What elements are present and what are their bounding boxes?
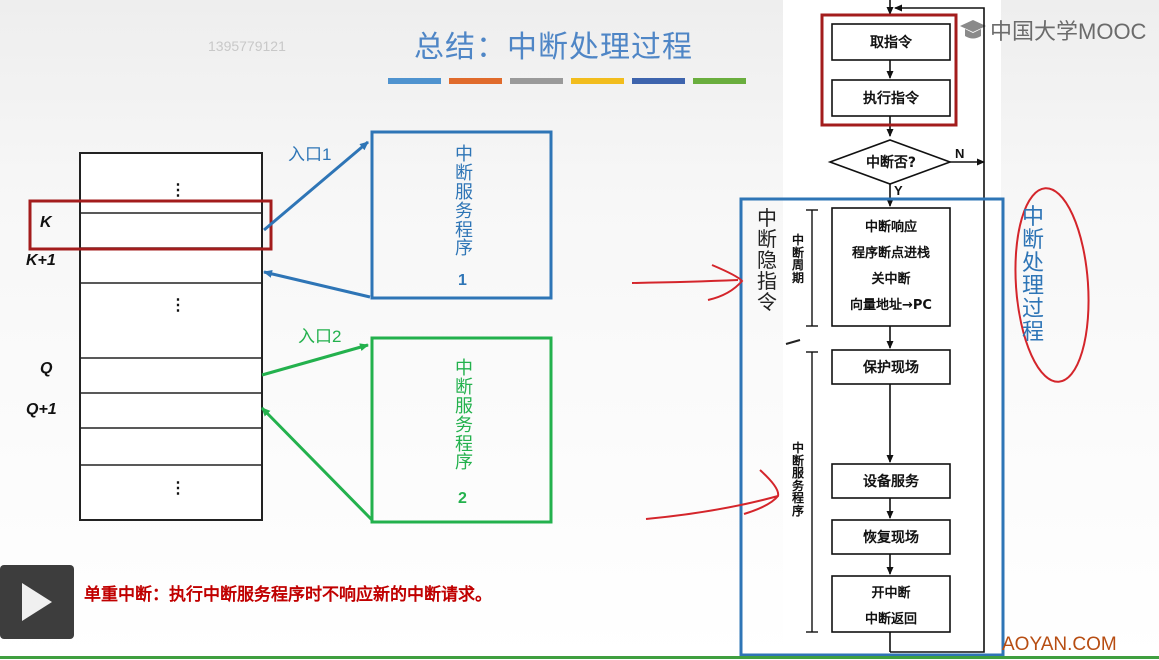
fetch-execute-highlight — [820, 13, 958, 127]
label-k: K — [40, 214, 52, 231]
end-line-1: 开中断 — [871, 585, 911, 601]
isr2-text: 中断服务程序 — [455, 358, 473, 474]
stripe-1 — [388, 78, 441, 84]
end-box — [831, 575, 951, 633]
no-label: N — [955, 146, 965, 161]
interrupt-process-highlight — [739, 197, 1005, 657]
memory-table — [79, 152, 263, 521]
yes-label: Y — [894, 183, 903, 198]
footer-brand: AOYAN.COM — [1002, 634, 1117, 655]
fetch-label: 取指令 — [870, 35, 912, 51]
return2-arrow — [260, 406, 374, 522]
pen-arrow-1 — [631, 264, 744, 301]
watermark: 1395779121 — [208, 38, 286, 54]
mooc-logo-icon — [960, 20, 986, 39]
memory-dots-top: ⋮ — [170, 182, 186, 199]
isr2-number: 2 — [458, 490, 467, 507]
restore-box — [831, 519, 951, 555]
bottom-divider — [0, 656, 1159, 659]
brand-logo: 中国大学MOOC — [958, 14, 1146, 46]
label-q-plus-1: Q+1 — [26, 401, 57, 418]
stripe-2 — [449, 78, 502, 84]
restore-label: 恢复现场 — [863, 530, 919, 546]
fetch-box — [831, 23, 951, 61]
play-icon — [22, 583, 52, 621]
response-line-1: 中断响应 — [864, 219, 917, 235]
decision-label: 中断否? — [865, 155, 917, 171]
execute-label: 执行指令 — [863, 91, 919, 107]
entry1-label: 入口1 — [288, 145, 332, 164]
slide-title: 总结：中断处理过程 — [414, 30, 693, 65]
pen-arrow-2 — [645, 469, 780, 520]
period-label: 中断周期 — [791, 233, 804, 285]
response-line-3: 关中断 — [871, 271, 911, 287]
pen-circle — [1014, 187, 1090, 383]
service-box — [831, 463, 951, 499]
stripe-4 — [571, 78, 624, 84]
memory-dots-mid: ⋮ — [170, 297, 186, 314]
response-line-2: 程序断点进栈 — [851, 245, 930, 261]
entry1-arrow — [263, 140, 369, 232]
isr-bracket-label: 中断服务程序 — [791, 441, 804, 518]
label-q: Q — [40, 360, 53, 377]
response-line-4: 向量地址→PC — [850, 297, 932, 313]
return1-arrow — [263, 269, 371, 299]
save-box — [831, 349, 951, 385]
memory-dots-bottom: ⋮ — [170, 480, 186, 497]
hidden-instruction-label: 中断隐指令 — [757, 206, 777, 314]
isr1-number: 1 — [458, 272, 467, 289]
isr1-box — [370, 130, 553, 300]
save-label: 保护现场 — [863, 360, 919, 376]
flowchart — [806, 0, 985, 653]
stripe-6 — [693, 78, 746, 84]
stripe-3 — [510, 78, 563, 84]
pen-dash — [785, 339, 801, 345]
stripe-5 — [632, 78, 685, 84]
service-label: 设备服务 — [863, 474, 919, 490]
title-stripes — [388, 78, 746, 84]
isr1-text: 中断服务程序 — [455, 144, 473, 260]
entry2-label: 入口2 — [298, 327, 342, 346]
response-box — [831, 207, 951, 327]
label-k-plus-1: K+1 — [26, 252, 56, 269]
entry2-arrow — [261, 343, 369, 377]
end-line-2: 中断返回 — [864, 611, 917, 627]
play-button[interactable] — [0, 565, 74, 639]
brand-text: 中国大学MOOC — [990, 19, 1147, 44]
execute-box — [831, 79, 951, 117]
single-interrupt-note: 单重中断：执行中断服务程序时不响应新的中断请求。 — [84, 585, 492, 605]
process-label: 中断处理过程 — [1021, 205, 1044, 346]
isr2-box — [370, 336, 553, 524]
